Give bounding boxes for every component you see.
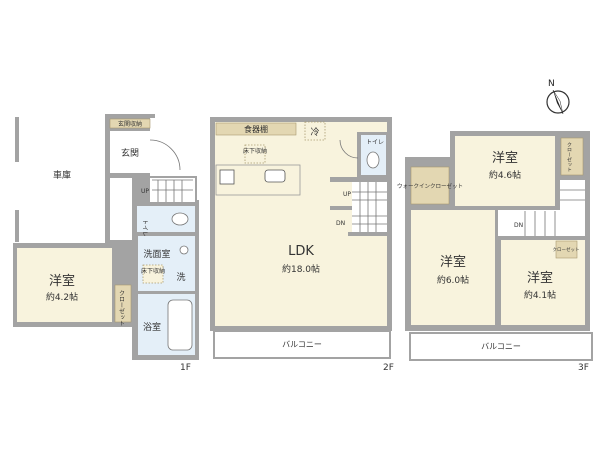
toilet-label: トイレ (366, 139, 384, 146)
fridge-label: 冷 (310, 126, 319, 138)
closet-a (560, 137, 584, 176)
underfloor-storage (142, 264, 164, 284)
toilet-icon (366, 151, 380, 169)
room-size: 約18.0帖 (282, 263, 320, 275)
stairs-treads (524, 189, 585, 236)
balcony (213, 330, 391, 359)
stairs-down-label: DN (336, 220, 345, 227)
floor-2f: 食器棚 冷 床下収納 トイレ UP DN LDK 約18.0帖 バルコニー 2F (210, 117, 394, 373)
entrance (110, 131, 150, 173)
stairs-treads (152, 179, 193, 202)
door-swing (149, 139, 181, 171)
garage-wall (15, 117, 19, 162)
room-name: 洋室 (49, 273, 75, 289)
room-size: 約4.1帖 (524, 289, 556, 301)
room-size: 約4.6帖 (489, 169, 521, 181)
door-swing (339, 139, 359, 159)
garage-wall (15, 210, 19, 242)
fridge (304, 121, 326, 141)
kitchen-sink-icon (264, 169, 286, 183)
room-size: 約4.2帖 (46, 291, 78, 303)
porch (150, 118, 195, 176)
washer-label: 洗 (176, 271, 185, 283)
garage-label: 車庫 (53, 169, 71, 181)
closet (114, 284, 132, 323)
cupboard-label: 食器棚 (244, 124, 268, 134)
entrance-storage (109, 118, 151, 129)
stair-wall (330, 206, 370, 210)
walk-in-closet-label: ウォークインクローゼット (397, 182, 463, 190)
room-size: 約6.0帖 (437, 274, 469, 286)
underfloor-storage-label: 床下収納 (141, 267, 165, 275)
stairs-upper (560, 180, 585, 210)
washroom-label: 洗面室 (143, 248, 170, 260)
floor-label-3f: 3F (578, 363, 589, 373)
floor-3f: 洋室 約4.6帖 クローゼット ウォークインクローゼット 洋室 約6.0帖 DN… (397, 131, 593, 373)
underfloor-storage-label: 床下収納 (243, 147, 267, 155)
closet-a-label: クローゼット (566, 142, 572, 172)
room-name: 洋室 (440, 254, 466, 270)
hall (110, 178, 132, 240)
stove-icon (219, 169, 235, 185)
closet-b-label: クローゼット (553, 246, 580, 253)
stairs-up-label: UP (343, 191, 351, 198)
western-room (17, 248, 112, 322)
floor-label-1f: 1F (180, 363, 191, 373)
bathroom-label: 浴室 (143, 321, 161, 333)
stairs-down-label: DN (514, 222, 523, 229)
compass-icon: N (546, 79, 570, 115)
stairs-treads (352, 182, 387, 232)
bathtub-icon (167, 299, 193, 351)
closet-b (555, 240, 578, 259)
entrance-storage-label: 玄関収納 (118, 120, 142, 128)
closet-label: クローゼット (118, 290, 125, 326)
cupboard (215, 122, 297, 136)
stair-wall (330, 177, 390, 182)
entrance-label: 玄関 (121, 147, 139, 159)
stair-wall (348, 232, 390, 236)
floor-1f: 車庫 玄関収納 玄関 UP トイレ 洗面室 床下収納 洗 浴室 洋室 約4.2帖… (13, 114, 199, 373)
western-room-1 (455, 136, 555, 206)
room-name: LDK (288, 244, 314, 259)
stairs (352, 182, 387, 232)
floor-label-2f: 2F (383, 363, 394, 373)
toilet-label: トイレ (141, 219, 148, 237)
walk-in-closet (410, 166, 450, 205)
stairs-up-label: UP (141, 188, 149, 195)
balcony-label: バルコニー (481, 342, 521, 351)
room-name: 洋室 (492, 150, 518, 166)
hall-stairs (498, 210, 585, 236)
compass-north-label: N (548, 79, 555, 89)
toilet-icon (171, 212, 189, 226)
western-room-2 (411, 210, 495, 325)
sink-icon (179, 245, 189, 255)
balcony (409, 332, 593, 361)
balcony-label: バルコニー (282, 340, 322, 349)
room-name: 洋室 (527, 270, 553, 286)
underfloor-storage (244, 144, 266, 164)
